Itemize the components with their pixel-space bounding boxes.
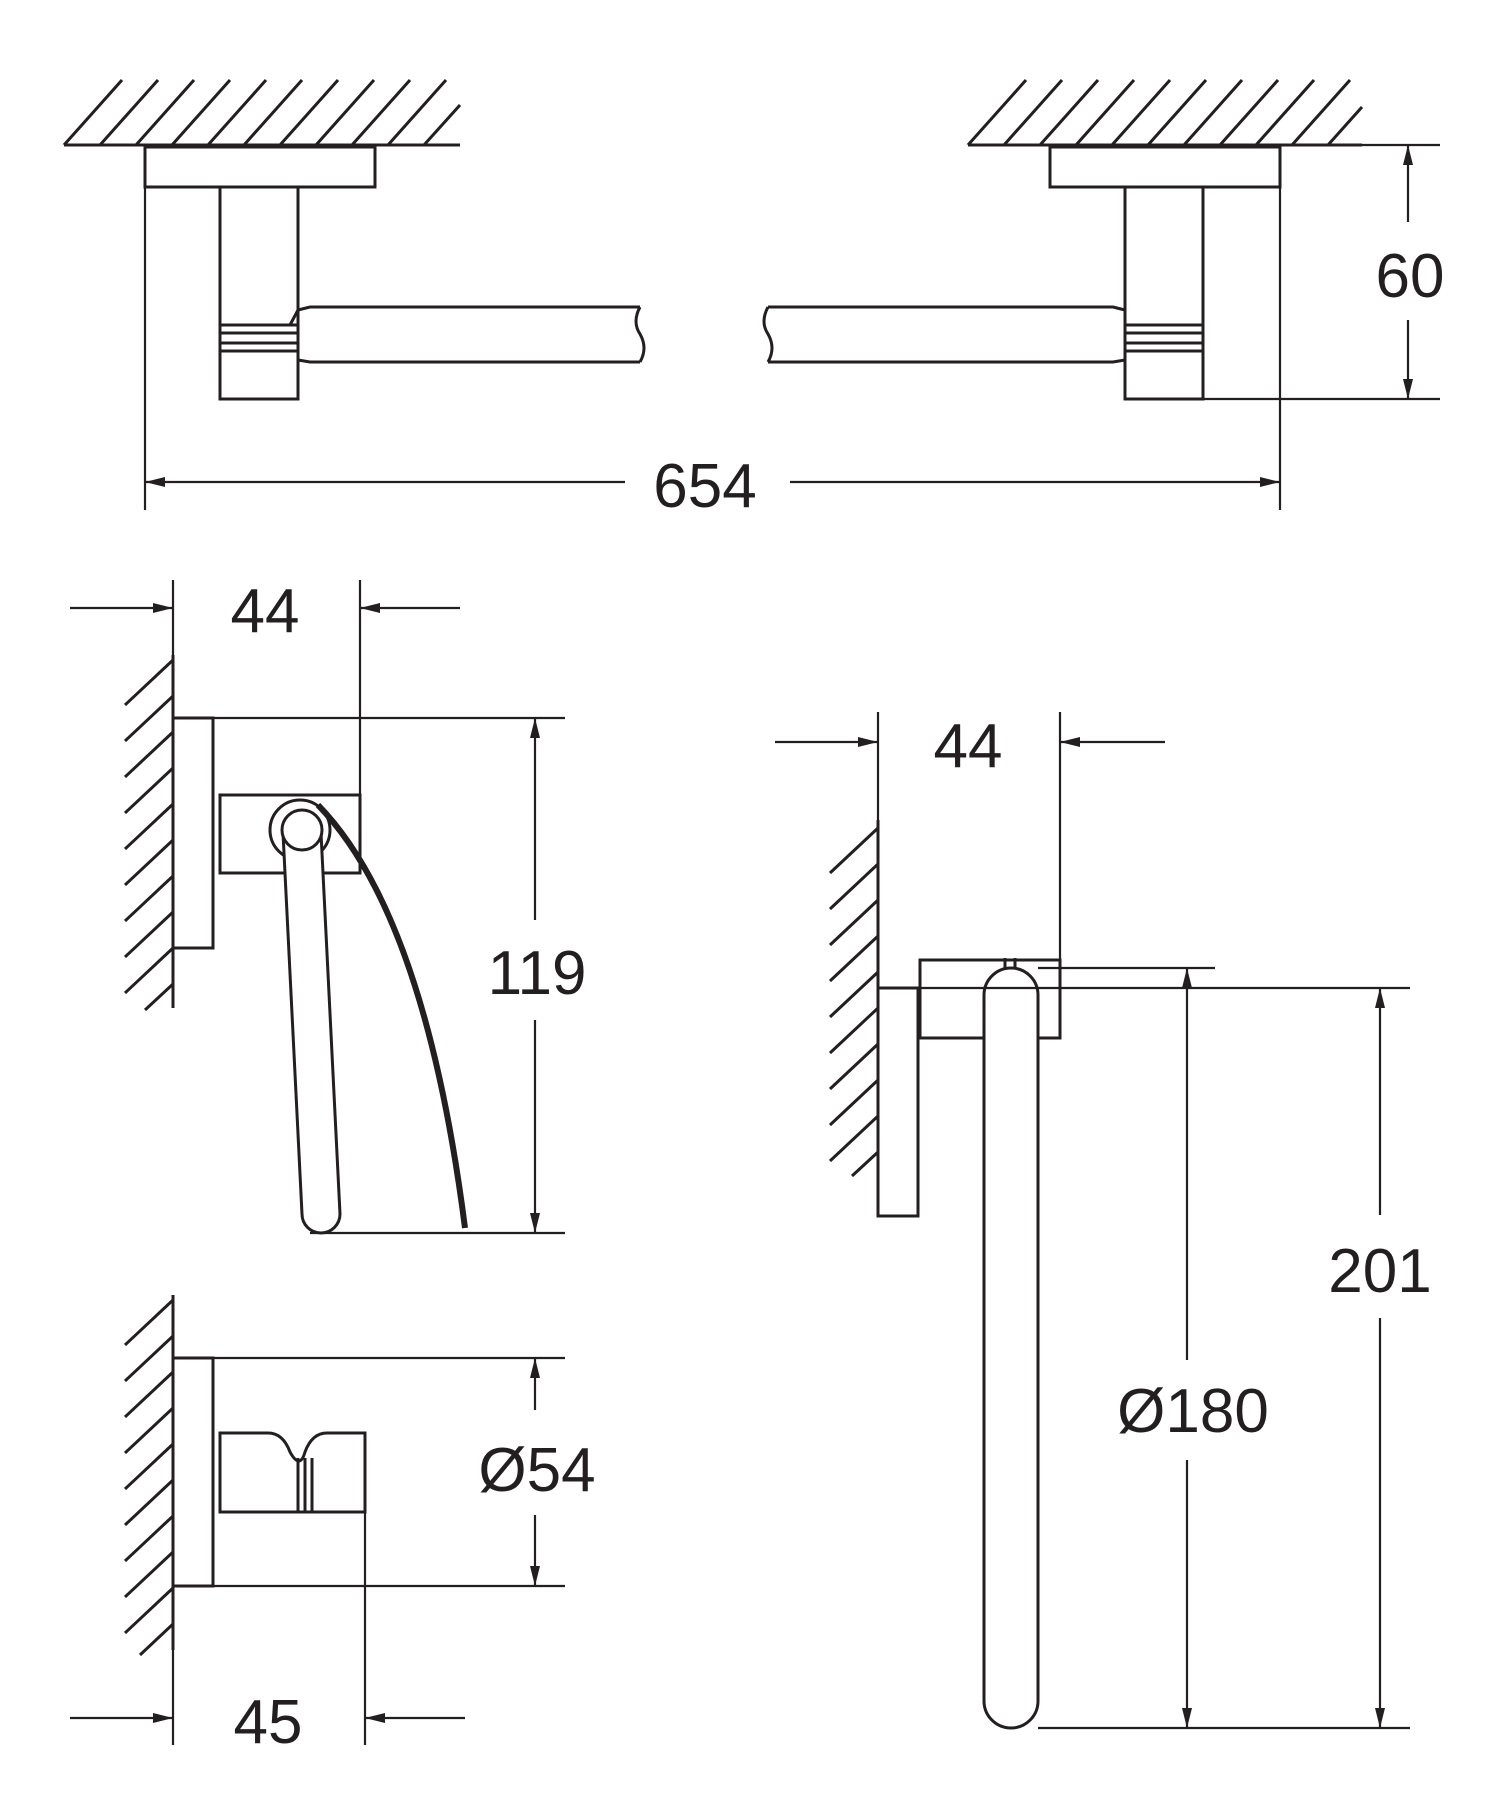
dimension-towel-ring-height: 201	[918, 986, 1432, 1730]
ceiling-hatch-right	[966, 79, 1364, 147]
towel-ring-view: 44 201 Ø180	[775, 712, 1432, 1730]
paper-holder-view: 44 119	[70, 577, 587, 1235]
robe-hook-rosette	[171, 1356, 215, 1588]
towel-ring	[982, 966, 1040, 1730]
dimension-label-robe-hook-diameter: Ø54	[478, 1436, 595, 1505]
dimension-label-towel-ring-diameter: Ø180	[1117, 1377, 1269, 1446]
wall-hatch-robe-hook	[123, 1295, 175, 1657]
dimension-rail-height: 60	[1203, 143, 1445, 401]
rail-bracket-right	[1048, 145, 1282, 401]
dimension-rail-width: 654	[143, 187, 1282, 521]
dimension-paper-holder-height: 119	[213, 716, 587, 1235]
dimension-label-paper-holder-depth: 44	[231, 577, 300, 646]
dimension-paper-holder-depth: 44	[70, 577, 460, 795]
dimension-towel-ring-diameter: Ø180	[1038, 966, 1269, 1728]
dimension-label-rail-width: 654	[653, 452, 756, 521]
ceiling-hatch-left	[62, 79, 462, 147]
dimension-label-towel-ring-height: 201	[1328, 1237, 1431, 1306]
robe-hook-view: Ø54 45	[70, 1295, 596, 1757]
dimension-label-paper-holder-height: 119	[488, 939, 587, 1008]
dimension-label-rail-height: 60	[1376, 242, 1445, 311]
towel-rail-view: 654 60	[62, 79, 1445, 521]
dimension-robe-hook-depth: 45	[70, 1512, 465, 1757]
dimension-label-towel-ring-depth: 44	[934, 712, 1003, 781]
rail-bar-left	[297, 305, 646, 364]
dimension-robe-hook-diameter: Ø54	[213, 1356, 596, 1588]
dimension-towel-ring-depth: 44	[775, 712, 1165, 960]
dimension-label-robe-hook-depth: 45	[234, 1688, 303, 1757]
paper-holder-rod	[281, 831, 342, 1235]
rail-bracket-left	[143, 145, 377, 401]
paper-holder-rosette	[171, 716, 215, 950]
robe-hook-body	[218, 1431, 367, 1514]
rail-bar-right	[762, 305, 1126, 364]
wall-hatch-towel-ring	[828, 820, 880, 1178]
wall-hatch-paper-holder	[123, 655, 175, 1012]
paper-holder-flap	[315, 802, 468, 1229]
towel-ring-rosette	[876, 986, 920, 1218]
